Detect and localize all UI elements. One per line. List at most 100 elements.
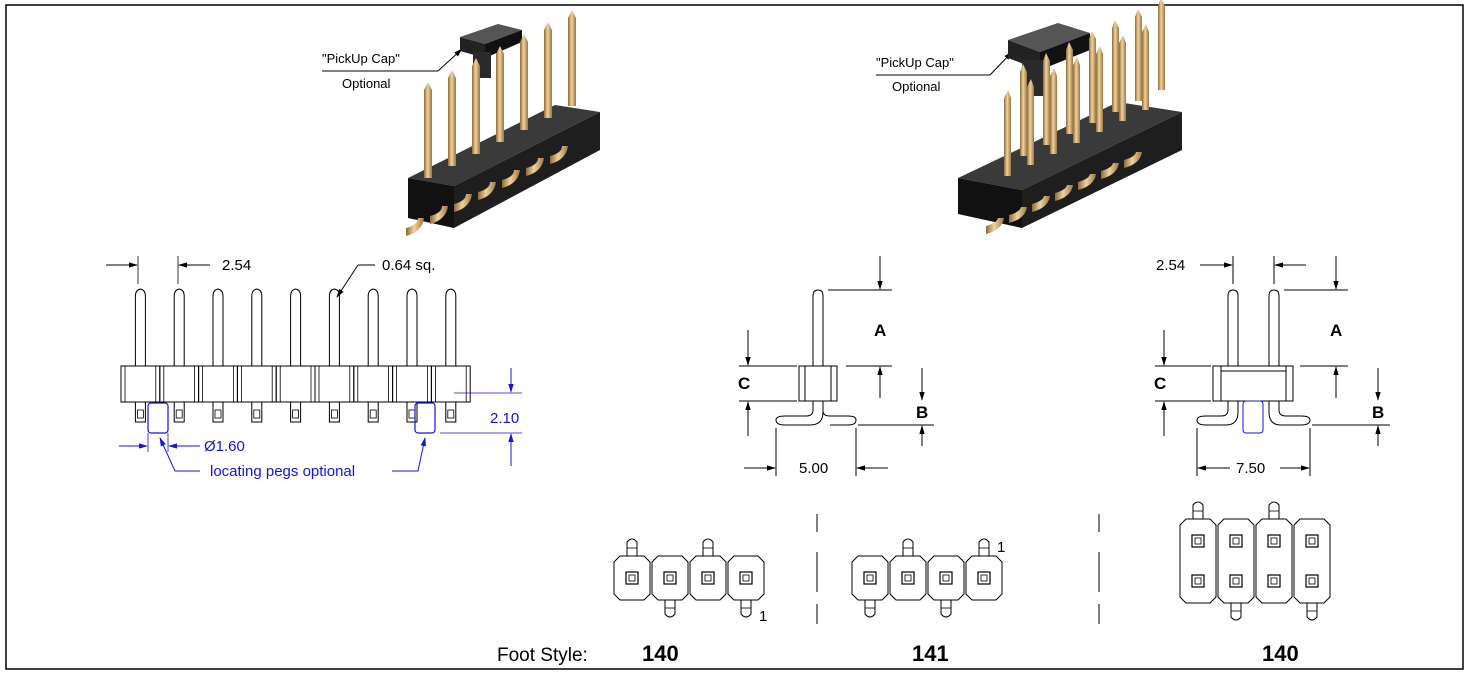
pin-front bbox=[1142, 24, 1149, 110]
peg-height-dimension: 2.10 bbox=[490, 410, 519, 427]
pickup-cap-left bbox=[460, 24, 522, 78]
pin-front bbox=[1050, 68, 1057, 154]
foot-tab bbox=[1230, 603, 1242, 621]
body-segment bbox=[353, 365, 394, 403]
pin-foot bbox=[526, 158, 544, 176]
pin-foot bbox=[986, 218, 1004, 234]
pin-tail bbox=[445, 401, 457, 423]
pin-tail-end bbox=[369, 409, 377, 419]
foot-tab bbox=[940, 600, 952, 618]
foot-tab bbox=[1306, 603, 1318, 621]
pin-square bbox=[1191, 534, 1205, 548]
locating-pegs-note: locating pegs optional bbox=[210, 463, 355, 480]
pin-back bbox=[1089, 31, 1096, 123]
pin-square bbox=[901, 571, 915, 585]
pins-left bbox=[406, 10, 576, 236]
pin-square-inner bbox=[1194, 537, 1202, 545]
dim-c-double: C bbox=[1154, 374, 1166, 393]
pin-square-inner bbox=[1232, 537, 1240, 545]
pin-outline bbox=[406, 288, 418, 366]
pin-square-inner bbox=[1270, 537, 1278, 545]
pin-square bbox=[863, 571, 877, 585]
sheet-border bbox=[5, 4, 1464, 670]
pin-outline bbox=[367, 288, 379, 366]
pin-square-inner bbox=[628, 574, 636, 582]
pin-front bbox=[1073, 57, 1080, 143]
pin-square-inner bbox=[1232, 577, 1240, 585]
pin-outline bbox=[328, 288, 340, 366]
foot-cell bbox=[1217, 518, 1255, 604]
pin-foot bbox=[1055, 185, 1073, 201]
pin-back bbox=[1135, 9, 1142, 101]
pin-back bbox=[1066, 42, 1073, 134]
pin-square-inner bbox=[942, 574, 950, 582]
dim-c-single: C bbox=[738, 374, 750, 393]
pin-foot bbox=[502, 170, 520, 188]
pin-square bbox=[1229, 574, 1243, 588]
foot-tab bbox=[740, 600, 752, 618]
pin-back bbox=[1020, 64, 1027, 156]
pin-square bbox=[1191, 574, 1205, 588]
pin-foot bbox=[1124, 152, 1142, 168]
header-body-right bbox=[958, 102, 1182, 228]
pickup-cap-label-left: "PickUp Cap" bbox=[322, 51, 400, 66]
pitch-dimension: 2.54 bbox=[222, 257, 251, 274]
pin-front bbox=[1119, 35, 1126, 121]
pins-right bbox=[986, 0, 1165, 234]
pin-tail-end bbox=[292, 409, 300, 419]
pin-outline bbox=[173, 288, 185, 366]
pin1-marker-140: 1 bbox=[759, 608, 767, 625]
foot-cell bbox=[689, 555, 727, 601]
foot-style-140-double bbox=[1179, 501, 1331, 621]
iso-single-row-header: "PickUp Cap" Optional bbox=[322, 10, 600, 236]
pin-square bbox=[1267, 574, 1281, 588]
pin-tail bbox=[173, 401, 185, 423]
pin bbox=[520, 34, 528, 130]
pin-tail-end bbox=[175, 409, 183, 419]
pin-front bbox=[1096, 46, 1103, 132]
pin-tail bbox=[251, 401, 263, 423]
pin-foot bbox=[550, 146, 568, 164]
pin-tail-end bbox=[214, 409, 222, 419]
pin bbox=[496, 46, 504, 142]
foot-cell bbox=[1255, 518, 1293, 604]
foot-cell bbox=[889, 555, 927, 601]
body-segment bbox=[392, 365, 432, 403]
pin-square bbox=[1267, 534, 1281, 548]
body-segment bbox=[198, 365, 238, 403]
pin-tail-end bbox=[447, 409, 455, 419]
body-segment bbox=[159, 365, 200, 403]
foot-tab bbox=[1268, 501, 1280, 519]
pin-foot bbox=[1101, 163, 1119, 179]
pin-tail-end bbox=[253, 409, 261, 419]
pin-tail bbox=[134, 401, 146, 423]
pin-square bbox=[939, 571, 953, 585]
pin-tail bbox=[290, 401, 302, 423]
pin-square bbox=[739, 571, 753, 585]
pin-square bbox=[977, 571, 991, 585]
body-segment bbox=[430, 365, 471, 403]
pin-back bbox=[1043, 53, 1050, 145]
iso-double-row-header: "PickUp Cap" Optional bbox=[876, 0, 1182, 234]
pin bbox=[472, 58, 480, 154]
pin-back bbox=[1158, 0, 1165, 90]
foot-tab bbox=[902, 538, 914, 556]
pin-tail bbox=[367, 401, 379, 423]
pin-square-inner bbox=[1308, 577, 1316, 585]
foot-cell bbox=[927, 555, 965, 601]
pin-back bbox=[1112, 20, 1119, 112]
dim-a-single: A bbox=[874, 321, 886, 340]
pin-foot bbox=[478, 182, 496, 200]
foot-style-141 bbox=[851, 538, 1003, 618]
pickup-cap-label-right: "PickUp Cap" bbox=[876, 55, 954, 70]
pin-size-dimension: 0.64 sq. bbox=[382, 257, 435, 274]
pin-outline bbox=[290, 288, 302, 366]
pin bbox=[568, 10, 576, 106]
pin-square-inner bbox=[980, 574, 988, 582]
pin1-marker-141: 1 bbox=[997, 539, 1005, 556]
pin-square-inner bbox=[1308, 537, 1316, 545]
front-view: 2.54 0.64 sq. Ø1.60 locating pegs option… bbox=[106, 256, 522, 480]
foot-tab bbox=[664, 600, 676, 618]
foot-cell bbox=[727, 555, 765, 601]
pin-foot bbox=[1009, 207, 1027, 223]
